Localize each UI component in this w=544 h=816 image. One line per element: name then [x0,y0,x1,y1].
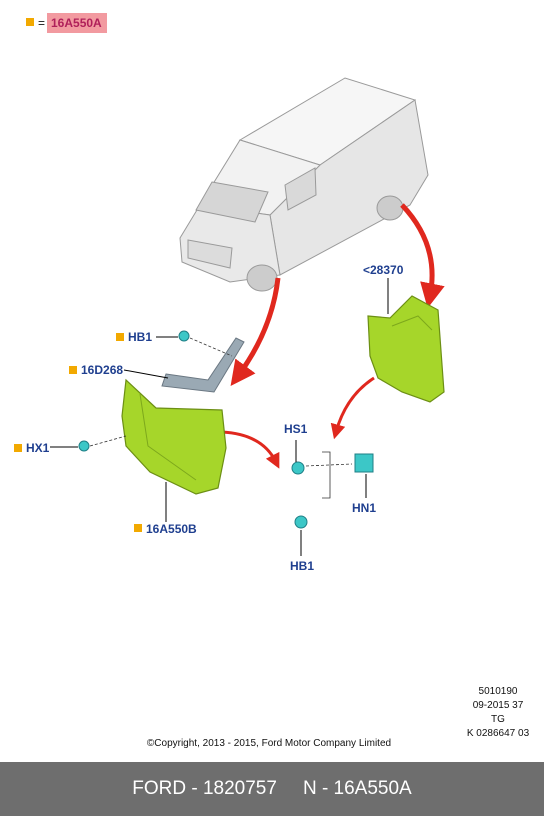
van-windshield [195,181,269,223]
label-16a550b: 16A550B [146,522,197,536]
van-grille [187,239,233,269]
bracket-16d268 [161,337,245,393]
marker-16a550b-icon [134,524,142,532]
callouts: HB1 16D268 HX1 16A550B <28370 HS1 HN1 HB… [26,263,404,573]
mudflap-28370-ridge [391,315,433,331]
parts-diagram: = 16A550A [14,13,530,749]
footer-part-ref: FORD - 1820757 [132,778,277,799]
van-illustration [179,77,429,292]
label-hn1: HN1 [352,501,376,515]
arrow-front-mudflap [221,430,280,469]
info-line: K 0286647 03 [467,728,530,739]
van-rear-wheel-icon [376,195,404,221]
label-16d268: 16D268 [81,363,123,377]
van-front-wheel-icon [246,264,278,292]
arrow-to-fasteners [330,376,375,440]
marker-hb1-top-icon [116,333,124,341]
marker-hx1-icon [14,444,22,452]
markers [14,333,142,532]
marker-16d268-icon [69,366,77,374]
label-28370: <28370 [363,263,404,277]
bolt-hb1-bottom-icon [294,515,308,529]
arrow-rear-wheel [400,203,445,309]
label-hb1-top: HB1 [128,330,152,344]
arrow-front-wheel [230,277,281,387]
legend-highlight [47,13,107,33]
bolt-hb1-top-icon [178,330,190,342]
legend-marker-icon [26,18,34,26]
guide-fastener-stack [322,451,331,499]
info-line: TG [491,714,505,725]
label-hx1: HX1 [26,441,50,455]
footer-catalog-ref: N - 16A550A [302,778,412,799]
leader-16d268 [123,369,169,379]
label-hs1: HS1 [284,422,308,436]
guide-hs1 [305,463,353,467]
bolt-hs1-icon [291,461,305,475]
mudflap-16a550b-ridge [139,393,197,481]
nut-hn1-icon [354,453,374,473]
guide-hb1-top [189,337,233,357]
info-block: 5010190 09-2015 37 TG K 0286647 03 [467,686,530,739]
assembly-guides [89,337,353,499]
leader-lines [50,278,389,556]
guide-hx1 [89,435,127,447]
bolt-hx1-icon [78,440,90,452]
van-hood [179,204,281,283]
footer-bar: FORD - 1820757 N - 16A550A [0,762,544,816]
legend-part-number: 16A550A [51,16,102,30]
info-line: 5010190 [479,686,518,697]
copyright: ©Copyright, 2013 - 2015, Ford Motor Comp… [147,738,391,749]
fasteners [78,330,374,529]
label-hb1-bottom: HB1 [290,559,314,573]
info-line: 09-2015 37 [473,700,524,711]
mudflap-16a550b [121,378,227,495]
legend-equals: = [38,16,45,30]
legend: = 16A550A [26,13,107,33]
van-side-window [284,167,317,211]
mudflap-28370 [367,295,445,403]
assembly-arrows [221,203,445,469]
